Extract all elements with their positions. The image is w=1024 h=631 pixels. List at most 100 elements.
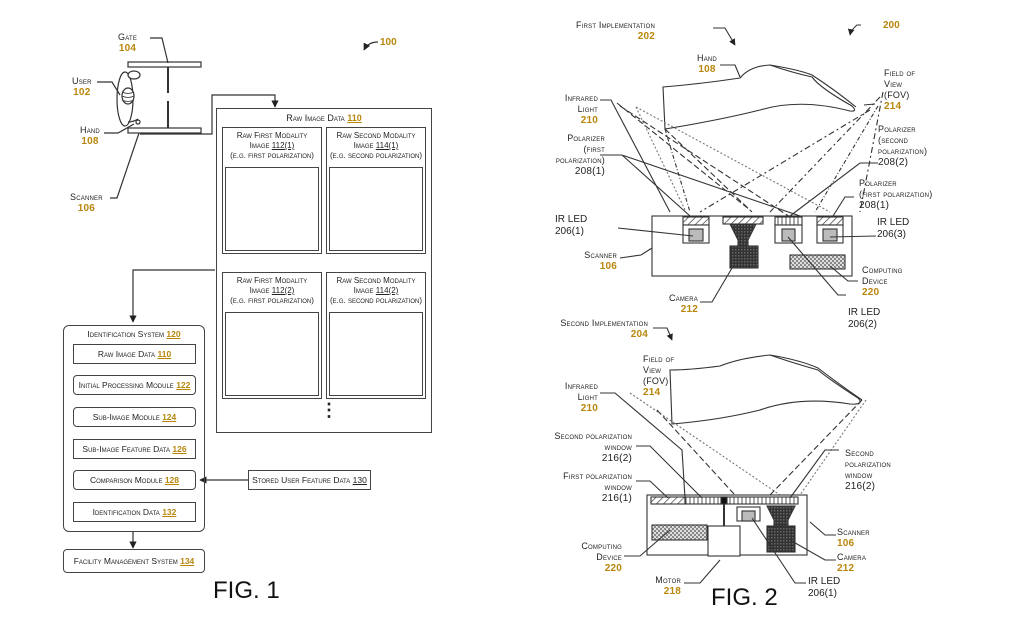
panel-note: (e.g. first polarization) xyxy=(230,151,314,160)
scanner-ref: 106 xyxy=(599,261,617,272)
first-impl-title: First Implementation xyxy=(576,20,655,30)
hand-image-frame xyxy=(225,312,319,396)
first-hand-label-text: Hand xyxy=(697,53,717,63)
fov-line1: Field of xyxy=(643,354,675,364)
infrared-line1: Infrared xyxy=(564,93,598,103)
polarizer-line3: polarization) xyxy=(555,155,605,165)
panel-ref: 114(2) xyxy=(375,286,399,295)
polarizer-line2: (first polarization) xyxy=(859,189,933,199)
ir-led-ref: 206(3) xyxy=(877,229,906,240)
first-camera-label: Camera 212 xyxy=(656,293,698,315)
id-item-label: Identification Data xyxy=(92,507,160,517)
panel-ref: 112(2) xyxy=(271,286,295,295)
id-item-identification-data: Identification Data 132 xyxy=(73,502,196,522)
second-impl-ref: 204 xyxy=(630,329,648,340)
infrared-line2: Light xyxy=(577,392,598,402)
panel-note: (e.g. second polarization) xyxy=(329,296,423,305)
identification-system-title: Identification System 120 xyxy=(64,329,204,339)
panel-ref: 112(1) xyxy=(271,141,295,150)
second-ir-led-label: IR LED 206(1) xyxy=(808,576,840,600)
first-infrared-label: Infrared Light 210 xyxy=(560,93,598,126)
motor-ref: 218 xyxy=(663,586,681,597)
raw-image-panel-caption: Raw Second Modality Image 114(1) (e.g. s… xyxy=(327,131,425,161)
more-images-ellipsis: ⋮ xyxy=(320,400,338,420)
panel-ref: 114(1) xyxy=(375,141,399,150)
polarizer-line1: Polarizer xyxy=(859,178,897,188)
window-ref: 216(2) xyxy=(845,481,876,492)
stored-user-feature-data-ref: 130 xyxy=(352,475,367,485)
first-ir-led-3-label: IR LED 206(3) xyxy=(877,217,909,241)
infrared-line2: Light xyxy=(577,104,598,114)
user-label-text: User xyxy=(72,76,92,86)
fov-line1: Field of xyxy=(884,68,916,78)
polarizer-line3: polarization) xyxy=(878,146,928,156)
id-item-ref: 128 xyxy=(164,475,180,485)
first-impl-label: First Implementation 202 xyxy=(555,20,655,42)
scanner-text: Scanner xyxy=(837,527,870,537)
panel-image-word: Image xyxy=(353,286,374,295)
panel-title: Raw First Modality xyxy=(236,131,308,140)
gate-ref: 104 xyxy=(118,43,137,54)
id-item-sub-image-feature-data: Sub-Image Feature Data 126 xyxy=(73,439,196,459)
ir-led-ref: 206(1) xyxy=(555,226,584,237)
motor-label: Motor 218 xyxy=(643,575,681,597)
window-line2: polarization xyxy=(845,459,891,469)
raw-image-panel-caption: Raw First Modality Image 112(2) (e.g. fi… xyxy=(223,276,321,306)
id-item-ref: 126 xyxy=(172,444,187,454)
id-item-comparison-module: Comparison Module 128 xyxy=(73,470,196,490)
first-polarizer-second-label: Polarizer (second polarization) 208(2) xyxy=(878,124,927,168)
hand-image-frame xyxy=(329,167,423,251)
stored-user-feature-data-label: Stored User Feature Data xyxy=(252,475,351,485)
polarizer-line1: Polarizer xyxy=(878,124,916,134)
window-line1: First polarization xyxy=(563,471,632,481)
infrared-ref: 210 xyxy=(580,403,598,414)
second-window-left-label: Second polarization window 216(2) xyxy=(548,431,632,464)
camera-text: Camera xyxy=(668,293,698,303)
raw-image-data-ref: 110 xyxy=(347,113,362,123)
first-ir-led-1-label: IR LED 206(1) xyxy=(555,214,587,238)
id-item-ref: 122 xyxy=(176,380,191,390)
ir-led-text: IR LED xyxy=(808,576,841,587)
first-impl-drawing xyxy=(600,24,884,303)
stored-user-feature-data-box: Stored User Feature Data 130 xyxy=(248,470,371,490)
fig1-ref: 100 xyxy=(380,37,397,48)
user-ref: 102 xyxy=(73,87,91,98)
first-fov-label: Field of View (FOV) 214 xyxy=(884,68,915,112)
second-fov-label: Field of View (FOV) 214 xyxy=(643,354,674,398)
computing-line1: Computing xyxy=(581,541,622,551)
raw-image-data-title-text: Raw Image Data xyxy=(286,113,345,123)
second-camera-label: Camera 212 xyxy=(837,552,866,574)
id-item-ref: 124 xyxy=(162,412,177,422)
second-scanner-label: Scanner 106 xyxy=(837,527,870,549)
first-impl-ref: 202 xyxy=(637,31,655,42)
panel-note: (e.g. first polarization) xyxy=(230,296,314,305)
second-computing-label: Computing Device 220 xyxy=(578,541,622,574)
ir-led-ref: 206(1) xyxy=(808,588,837,599)
camera-ref: 212 xyxy=(680,304,698,315)
raw-image-panel: Raw Second Modality Image 114(1) (e.g. s… xyxy=(326,127,426,254)
computing-line1: Computing xyxy=(862,265,903,275)
second-impl-title: Second Implementation xyxy=(560,318,648,328)
polarizer-ref: 208(2) xyxy=(878,157,909,168)
motor-text: Motor xyxy=(655,575,681,585)
panel-title: Raw Second Modality xyxy=(336,276,416,285)
fov-line3: (FOV) xyxy=(643,376,669,386)
identification-system-ref: 120 xyxy=(166,329,181,339)
fig1-label: FIG. 1 xyxy=(213,577,280,604)
first-polarizer-right-label: Polarizer (first polarization) 208(1) xyxy=(859,178,932,211)
computing-line2: Device xyxy=(862,276,888,286)
ir-led-text: IR LED xyxy=(877,217,910,228)
facility-management-system-label: Facility Management System xyxy=(73,556,178,566)
identification-system-panel: Identification System 120 xyxy=(63,325,205,532)
gate-drawing xyxy=(97,37,379,549)
raw-image-panel: Raw Second Modality Image 114(2) (e.g. s… xyxy=(326,272,426,399)
facility-management-system-ref: 134 xyxy=(180,556,195,566)
hand-ref: 108 xyxy=(81,136,99,147)
raw-image-data-title: Raw Image Data 110 xyxy=(217,113,431,123)
fov-line2: View xyxy=(884,79,903,89)
ir-led-ref: 206(2) xyxy=(848,319,877,330)
window-line2: window xyxy=(604,482,632,492)
window-line3: window xyxy=(845,470,873,480)
second-impl-label: Second Implementation 204 xyxy=(553,318,648,340)
window-ref: 216(2) xyxy=(601,453,632,464)
